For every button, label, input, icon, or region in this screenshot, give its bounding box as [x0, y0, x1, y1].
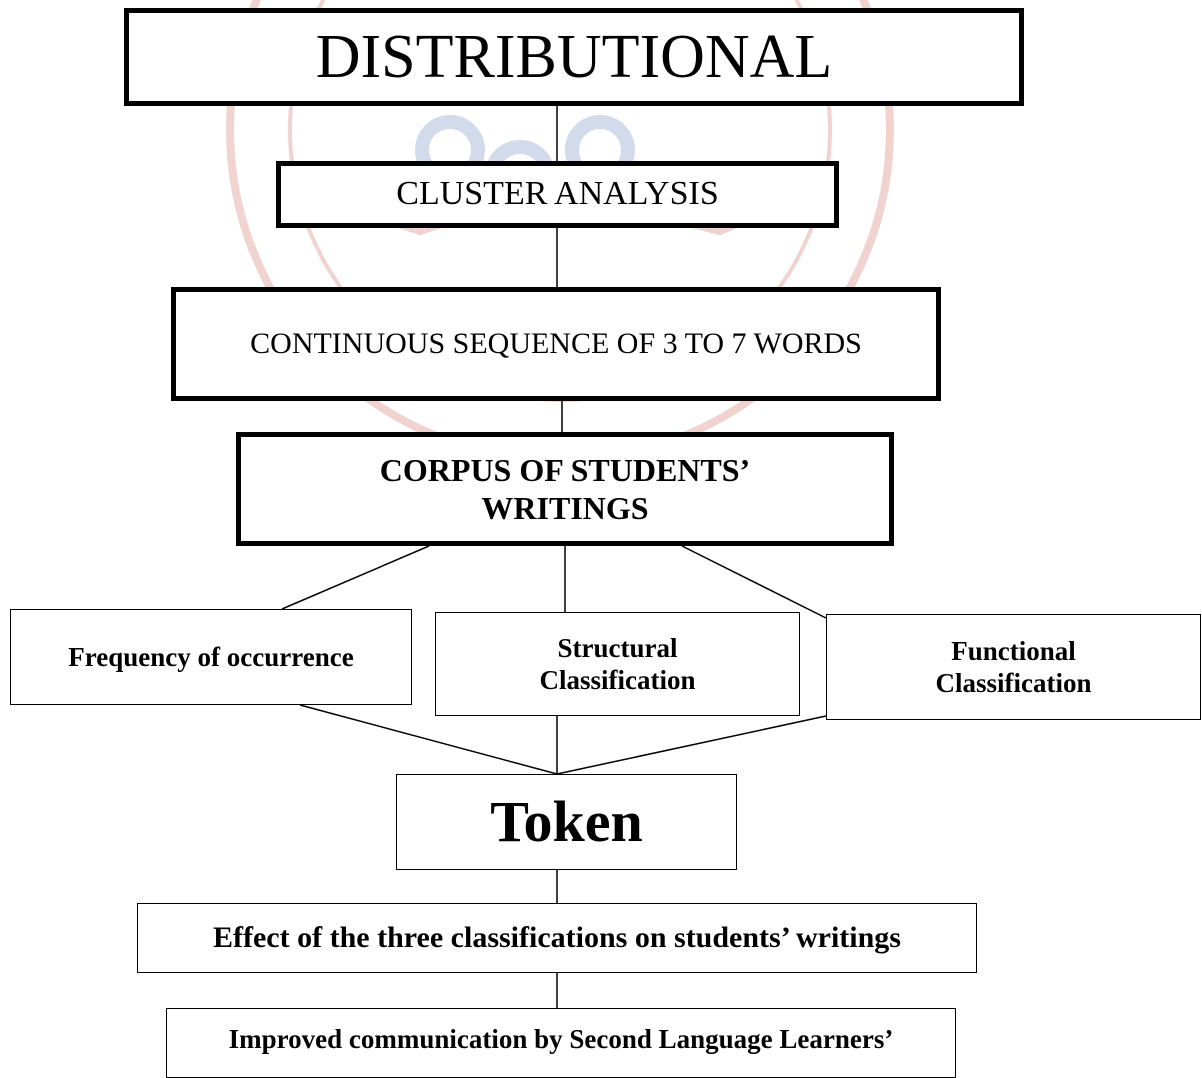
- node-structural: Structural Classification: [435, 612, 800, 716]
- node-token-label: Token: [490, 789, 643, 855]
- node-continuous-sequence-label: CONTINUOUS SEQUENCE OF 3 TO 7 WORDS: [250, 327, 862, 360]
- node-functional: Functional Classification: [826, 614, 1201, 720]
- node-corpus: CORPUS OF STUDENTS’ WRITINGS: [236, 432, 894, 546]
- node-frequency: Frequency of occurrence: [10, 609, 412, 705]
- node-token: Token: [396, 774, 737, 870]
- connector-frequency-token: [299, 704, 558, 775]
- connector-corpus-functional: [681, 545, 827, 619]
- connector-functional-token: [556, 715, 827, 775]
- node-continuous-sequence: CONTINUOUS SEQUENCE OF 3 TO 7 WORDS: [171, 287, 941, 401]
- node-cluster-analysis: CLUSTER ANALYSIS: [276, 161, 839, 228]
- node-corpus-label: CORPUS OF STUDENTS’ WRITINGS: [379, 451, 751, 526]
- node-improved: Improved communication by Second Languag…: [166, 1008, 956, 1078]
- node-functional-label: Functional Classification: [935, 635, 1092, 698]
- node-frequency-label: Frequency of occurrence: [68, 641, 354, 672]
- node-structural-label: Structural Classification: [539, 632, 696, 695]
- node-cluster-analysis-label: CLUSTER ANALYSIS: [396, 175, 719, 213]
- node-distributional-label: DISTRIBUTIONAL: [315, 22, 833, 91]
- node-distributional: DISTRIBUTIONAL: [124, 8, 1024, 106]
- node-improved-label: Improved communication by Second Languag…: [228, 1024, 894, 1054]
- node-effect: Effect of the three classifications on s…: [137, 903, 977, 973]
- connector-corpus-frequency: [281, 545, 430, 610]
- node-effect-label: Effect of the three classifications on s…: [213, 921, 901, 954]
